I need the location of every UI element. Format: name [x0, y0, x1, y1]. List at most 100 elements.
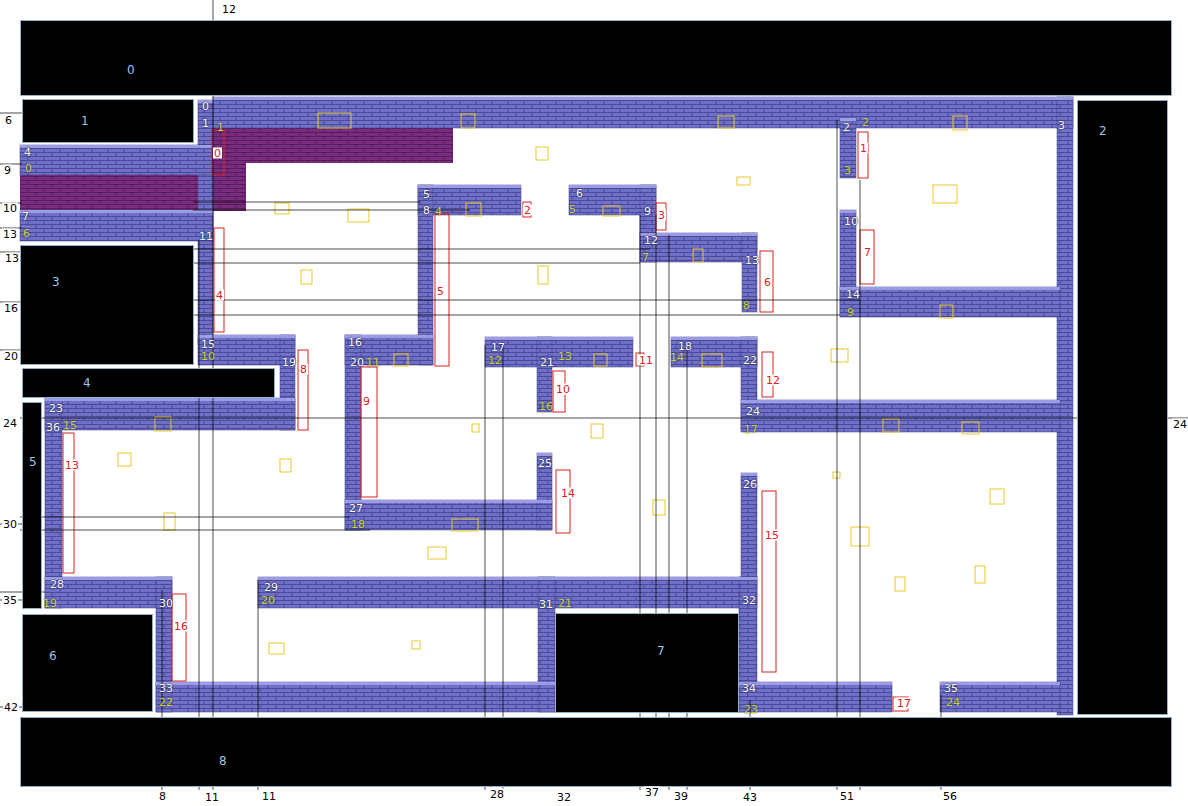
- region-block: 6: [22, 614, 153, 712]
- pickup-zone: [975, 566, 985, 583]
- brick-wall: [258, 577, 757, 608]
- guide-line: [0, 113, 22, 114]
- grid-coordinate: 10: [2, 203, 18, 214]
- segment-number: 6: [23, 228, 30, 239]
- region-block: 0: [20, 20, 1172, 96]
- trigger-number: 9: [362, 396, 371, 407]
- pickup-zone: [412, 641, 420, 649]
- region-number: 3: [52, 276, 60, 288]
- segment-number: 16: [539, 401, 553, 412]
- segment-number: 5: [569, 204, 576, 215]
- trigger-number: 2: [523, 205, 532, 216]
- brick-wall: [640, 233, 757, 262]
- vertex-number: 23: [49, 403, 63, 414]
- brick-wall: [213, 97, 1073, 128]
- region-block: 8: [20, 717, 1172, 787]
- brick-wall: [840, 287, 1060, 317]
- vertex-number: 22: [743, 355, 757, 366]
- wall-highlight: [1057, 97, 1073, 100]
- grid-coordinate: 42: [3, 702, 19, 713]
- segment-number: 13: [558, 351, 572, 362]
- vertex-number: 26: [743, 479, 757, 490]
- segment-number: 20: [261, 595, 275, 606]
- wall-highlight: [537, 453, 552, 456]
- segment-number: 12: [488, 355, 502, 366]
- pickup-zone: [953, 116, 967, 130]
- region-number: 5: [29, 456, 37, 468]
- vertex-number: 30: [159, 598, 173, 609]
- pickup-zone: [118, 453, 131, 466]
- trigger-zone: [760, 251, 773, 312]
- pickup-zone: [301, 270, 312, 284]
- wall-highlight: [840, 210, 856, 213]
- pickup-zone: [990, 489, 1004, 504]
- pickup-zone: [461, 114, 475, 128]
- grid-coordinate: 30: [2, 519, 18, 530]
- trigger-number: 10: [555, 384, 571, 395]
- vertex-number: 13: [745, 255, 759, 266]
- purple-floor: [213, 128, 453, 163]
- brick-wall: [840, 118, 856, 178]
- wall-highlight: [45, 398, 62, 401]
- vertex-number: 4: [24, 147, 31, 158]
- vertex-number: 36: [46, 422, 60, 433]
- vertex-number: 21: [540, 357, 554, 368]
- wall-highlight: [45, 398, 295, 401]
- vertex-number: 9: [644, 206, 651, 217]
- segment-number: 8: [743, 300, 750, 311]
- trigger-number: 6: [763, 277, 772, 288]
- grid-coordinate: 11: [261, 791, 277, 802]
- segment-number: 17: [744, 424, 758, 435]
- trigger-number: 7: [863, 247, 872, 258]
- pickup-zone: [603, 206, 620, 216]
- trigger-number: 13: [64, 460, 80, 471]
- wall-highlight: [213, 97, 1073, 100]
- brick-wall: [156, 682, 555, 712]
- trigger-zone: [212, 130, 224, 175]
- trigger-zone: [63, 433, 74, 573]
- wall-highlight: [741, 473, 757, 476]
- wall-highlight: [258, 577, 757, 580]
- guide-line: [193, 249, 650, 250]
- trigger-zone: [214, 228, 224, 332]
- segment-number: 15: [63, 420, 77, 431]
- pickup-zone: [318, 113, 351, 128]
- pickup-zone: [472, 424, 479, 432]
- wall-highlight: [537, 337, 552, 340]
- trigger-zone: [435, 214, 449, 366]
- segment-number: 19: [43, 598, 57, 609]
- brick-wall: [45, 398, 295, 430]
- guide-line: [20, 530, 370, 531]
- segment-number: 14: [670, 352, 684, 363]
- segment-number: 23: [744, 704, 758, 715]
- wall-highlight: [280, 335, 295, 338]
- grid-coordinate: 20: [3, 351, 19, 362]
- grid-coordinate: 24: [2, 418, 18, 429]
- brick-wall: [45, 577, 172, 608]
- pickup-zone: [452, 519, 478, 531]
- segment-number: 21: [558, 598, 572, 609]
- guide-line: [199, 240, 200, 790]
- wall-highlight: [742, 233, 757, 236]
- vertex-number: 18: [678, 341, 692, 352]
- pickup-zone: [348, 209, 369, 222]
- trigger-zone: [172, 594, 186, 681]
- brick-wall: [537, 337, 552, 412]
- brick-wall: [20, 145, 213, 175]
- wall-highlight: [345, 500, 552, 503]
- pickup-zone: [653, 500, 665, 515]
- vertex-number: 6: [576, 188, 583, 199]
- grid-coordinate: 11: [204, 792, 220, 803]
- guide-line: [20, 418, 1188, 419]
- pickup-zone: [940, 305, 953, 318]
- pickup-zone: [155, 417, 171, 431]
- brick-wall: [741, 400, 1060, 432]
- vertex-number: 32: [742, 595, 756, 606]
- vertex-number: 7: [22, 211, 29, 222]
- region-number: 2: [1099, 125, 1107, 137]
- pickup-zone: [933, 185, 957, 203]
- guide-line: [860, 180, 861, 790]
- grid-coordinate: 6: [4, 115, 13, 126]
- grid-coordinate: 43: [742, 792, 758, 803]
